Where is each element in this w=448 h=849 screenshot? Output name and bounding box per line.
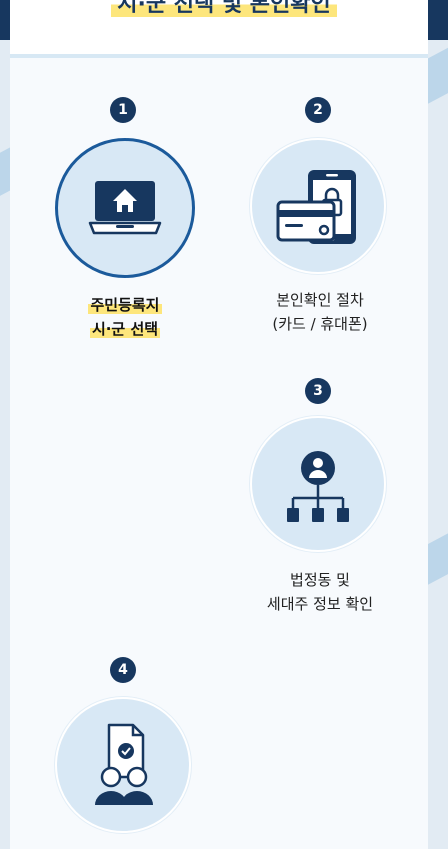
step-1-number-badge: 1 (110, 97, 136, 123)
step-1-label-line2: 시·군 선택 (89, 320, 161, 338)
step-3-label: 법정동 및 세대주 정보 확인 (240, 568, 400, 616)
page-title: 시·군 선택 및 본인확인 (0, 0, 448, 18)
step-3-label-line2: 세대주 정보 확인 (266, 595, 374, 613)
header-divider (10, 54, 428, 58)
step-3-circle[interactable] (250, 416, 386, 552)
document-users-icon (95, 723, 153, 805)
step-2-circle[interactable] (250, 138, 386, 274)
step-2-label-line2: (카드 / 휴대폰) (272, 315, 368, 333)
step-4-circle[interactable] (55, 697, 191, 833)
step-4-number-badge: 4 (110, 657, 136, 683)
user-hierarchy-icon (287, 451, 349, 522)
card-phone-lock-icon (276, 170, 356, 244)
step-1-label: 주민등록지 시·군 선택 (45, 293, 205, 341)
step-3-number-badge: 3 (305, 378, 331, 404)
page-title-text: 시·군 선택 및 본인확인 (111, 0, 337, 17)
step-2-label-line1: 본인확인 절차 (276, 291, 364, 309)
step-2-number-badge: 2 (305, 97, 331, 123)
step-3-label-line1: 법정동 및 (290, 571, 350, 589)
step-2-label: 본인확인 절차 (카드 / 휴대폰) (240, 288, 400, 336)
steps-card (10, 0, 428, 849)
laptop-home-icon (88, 181, 162, 235)
step-1-circle[interactable] (55, 138, 195, 278)
step-1-label-line1: 주민등록지 (88, 296, 162, 314)
